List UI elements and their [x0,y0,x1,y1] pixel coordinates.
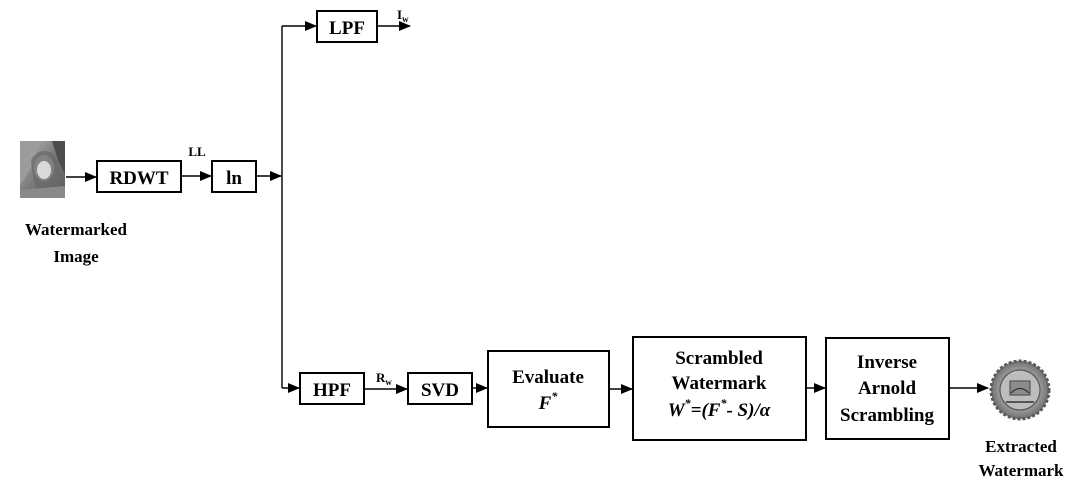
hpf-label: HPF [313,380,351,401]
extracted-watermark-thumbnail [989,359,1051,421]
inverse-line3: Scrambling [840,405,934,426]
inverse-arnold-block: Inverse Arnold Scrambling [825,337,950,440]
svd-block: SVD [407,372,473,405]
output-caption-line2: Watermark [979,461,1065,480]
evaluate-block: Evaluate F* [487,350,610,428]
scrambled-line2: Watermark [672,373,767,394]
rdwt-label: RDWT [109,168,168,189]
input-caption-line2: Image [53,247,99,266]
scrambled-line1: Scrambled [675,348,763,369]
evaluate-label: Evaluate [512,367,584,388]
lpf-label: LPF [329,18,365,39]
ln-label: ln [226,168,242,189]
inverse-line1: Inverse [857,352,917,373]
ll-label: LL [188,144,206,159]
input-caption-line1: Watermarked [25,220,128,239]
lpf-block: LPF [316,10,378,43]
output-caption-line1: Extracted [985,437,1057,456]
evaluate-variable: F* [538,389,559,414]
inverse-line2: Arnold [858,378,917,399]
iw-label: Iw [397,7,409,24]
rw-label: Rw [376,370,392,387]
svd-label: SVD [421,380,459,401]
hpf-block: HPF [299,372,365,405]
watermarked-image-thumbnail [20,141,65,198]
rdwt-block: RDWT [96,160,182,193]
scrambled-watermark-block: Scrambled Watermark W*=(F*- S)/α [632,336,807,441]
scrambled-formula: W*=(F*- S)/α [668,396,771,421]
ln-block: ln [211,160,257,193]
